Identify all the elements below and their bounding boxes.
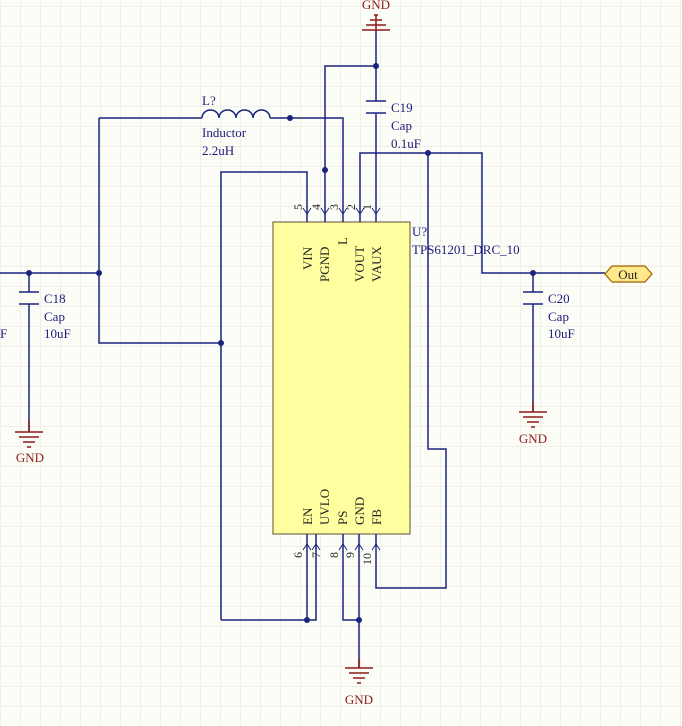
junctions (26, 63, 536, 623)
gnd-symbol-top[interactable] (362, 14, 390, 31)
pin-number-9: 9 (343, 552, 357, 558)
wire-vout (359, 152, 605, 274)
wire-inductor-to-l (270, 117, 344, 204)
junction-dot (96, 270, 102, 276)
c20-value: 10uF (548, 326, 575, 341)
c18-designator: C18 (44, 291, 66, 306)
c18-type: Cap (44, 309, 65, 324)
inductor-designator: L? (202, 93, 216, 108)
pin-name-uvlo: UVLO (317, 489, 332, 525)
junction-dot (356, 617, 362, 623)
pin-number-8: 8 (327, 552, 341, 558)
pin-name-en: EN (300, 507, 315, 525)
ic-part-number: TPS61201_DRC_10 (412, 242, 520, 257)
gnd-label-right: GND (519, 431, 547, 446)
pin-name-l: L (335, 237, 350, 245)
ic-bottom-pin-names: EN UVLO PS GND FB (300, 489, 384, 525)
c19-value: 0.1uF (391, 136, 421, 151)
pin-number-2: 2 (344, 204, 358, 210)
wire-pgnd (324, 65, 376, 204)
clipped-label: F (0, 326, 7, 341)
capacitor-c19[interactable] (366, 100, 386, 114)
wire-vin (220, 171, 308, 620)
junction-dot (373, 63, 379, 69)
ic-top-pin-names: VIN PGND L VOUT VAUX (300, 237, 384, 282)
gnd-symbol-right[interactable] (519, 402, 547, 428)
ic-designator: U? (412, 224, 427, 239)
ic-bottom-pin-numbers: 6 7 8 9 10 (291, 552, 374, 565)
pin-number-10: 10 (360, 553, 374, 565)
capacitor-c20[interactable] (523, 291, 543, 305)
pin-number-3: 3 (327, 204, 341, 210)
ic-body[interactable] (272, 221, 411, 535)
c20-designator: C20 (548, 291, 570, 306)
junction-dot (218, 340, 224, 346)
pin-name-vout: VOUT (352, 246, 367, 282)
output-port-label: Out (618, 267, 638, 282)
ic-top-pin-numbers: 5 4 3 2 1 (291, 204, 374, 210)
pin-number-5: 5 (291, 204, 305, 210)
wire-ps (342, 555, 359, 621)
output-port[interactable] (604, 265, 653, 283)
gnd-label-bottom: GND (345, 692, 373, 707)
pin-name-gnd: GND (352, 497, 367, 525)
gnd-symbol-bottom[interactable] (345, 658, 373, 684)
c18-value: 10uF (44, 326, 71, 341)
c19-designator: C19 (391, 100, 413, 115)
c19-type: Cap (391, 118, 412, 133)
ic-pin-arrows (302, 207, 381, 551)
junction-dot (287, 115, 293, 121)
pin-name-fb: FB (369, 509, 384, 525)
wire-en-uvlo (221, 555, 317, 621)
junction-dot (322, 167, 328, 173)
gnd-symbol-left[interactable] (15, 421, 43, 448)
pin-name-vin: VIN (300, 246, 315, 270)
junction-dot (425, 150, 431, 156)
junction-dot (304, 617, 310, 623)
inductor-type: Inductor (202, 125, 247, 140)
gnd-label-top: GND (362, 0, 390, 12)
inductor-symbol[interactable] (201, 109, 271, 119)
junction-dot (26, 270, 32, 276)
inductor-value: 2.2uH (202, 143, 234, 158)
pin-name-pgnd: PGND (317, 247, 332, 282)
wire-input-vertical (98, 118, 221, 344)
pin-number-1: 1 (360, 204, 374, 210)
pin-name-ps: PS (335, 511, 350, 525)
pin-number-4: 4 (309, 204, 323, 210)
gnd-label-left: GND (16, 450, 44, 465)
pin-name-vaux: VAUX (369, 246, 384, 282)
pin-number-7: 7 (309, 552, 323, 558)
c20-type: Cap (548, 309, 569, 324)
capacitor-c18[interactable] (19, 291, 39, 305)
pin-number-6: 6 (291, 552, 305, 558)
wire-fb (375, 153, 447, 589)
junction-dot (530, 270, 536, 276)
